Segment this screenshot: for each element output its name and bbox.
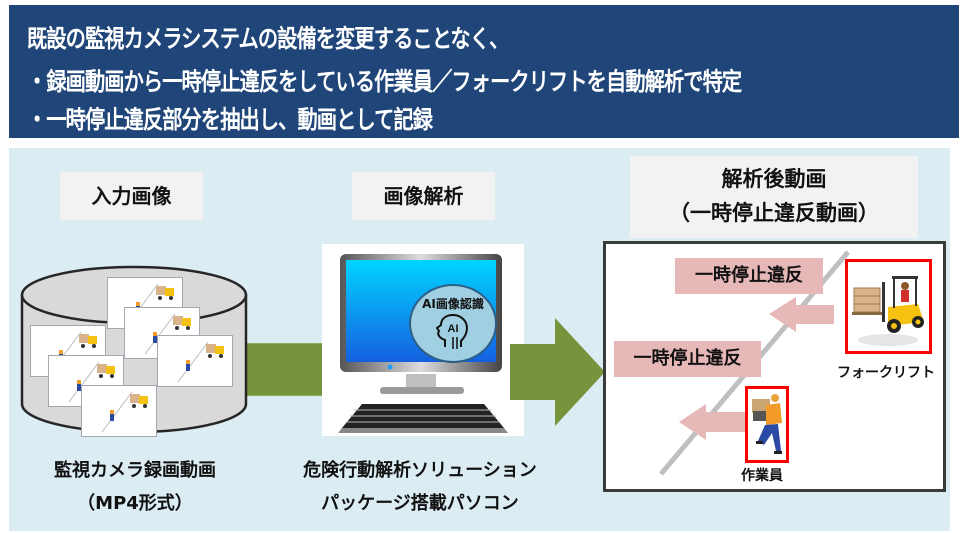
worker-icon: [752, 394, 782, 454]
stage-title-output: 解析後動画 （一時停止違反動画）: [630, 156, 918, 238]
stage-title-analysis: 画像解析: [352, 172, 495, 220]
thumbnail-scene-icon: [177, 341, 224, 383]
thumbnail-scene-icon: [68, 361, 115, 403]
output-title-line-1: 解析後動画: [721, 167, 827, 191]
forklift-detection-box: [845, 259, 932, 354]
stage-title-input: 入力画像: [60, 172, 203, 220]
analysis-caption-line-2: パッケージ搭載パソコン: [321, 493, 519, 514]
direction-arrow-forklift: [769, 297, 834, 332]
header-line-2: ・録画動画から一時停止違反をしている作業員／フォークリフトを自動解析で特定: [27, 68, 742, 97]
ai-recognition-badge: AI画像認識 AI: [409, 284, 497, 363]
input-caption-line-2: （MP4形式）: [77, 493, 193, 514]
video-thumbnail: [157, 335, 233, 387]
input-caption-line-1: 監視カメラ録画動画: [54, 460, 216, 481]
direction-arrow-worker: [679, 404, 746, 440]
forklift-icon: [852, 276, 924, 346]
header-banner: 既設の監視カメラシステムの設備を変更することなく、 ・録画動画から一時停止違反を…: [9, 5, 959, 138]
ai-badge-label: AI画像認識: [422, 297, 484, 311]
worker-detection-box: [745, 386, 789, 463]
result-video-frame: 一時停止違反 一時停止違反 フォークリフト: [603, 241, 946, 492]
header-line-1: 既設の監視カメラシステムの設備を変更することなく、: [27, 25, 509, 54]
violation-label-forklift: 一時停止違反: [675, 258, 823, 294]
analysis-caption-line-1: 危険行動解析ソリューション: [303, 460, 537, 481]
input-caption: 監視カメラ録画動画 （MP4形式）: [20, 454, 250, 520]
thumbnail-scene-icon: [144, 313, 191, 355]
thumbnail-scene-icon: [101, 391, 148, 433]
ai-head-icon: AI: [435, 313, 469, 349]
violation-label-worker: 一時停止違反: [614, 341, 761, 377]
analysis-caption: 危険行動解析ソリューション パッケージ搭載パソコン: [270, 454, 570, 520]
flow-arrow-1: [240, 343, 330, 396]
flow-arrow-2: [510, 318, 605, 430]
video-thumbnail: [81, 385, 157, 437]
forklift-label: フォークリフト: [837, 365, 935, 381]
output-title-line-2: （一時停止違反動画）: [669, 201, 879, 225]
worker-label: 作業員: [741, 468, 783, 484]
header-line-3: ・一時停止違反部分を抽出し、動画として記録: [27, 106, 433, 135]
svg-text:AI: AI: [448, 323, 459, 335]
